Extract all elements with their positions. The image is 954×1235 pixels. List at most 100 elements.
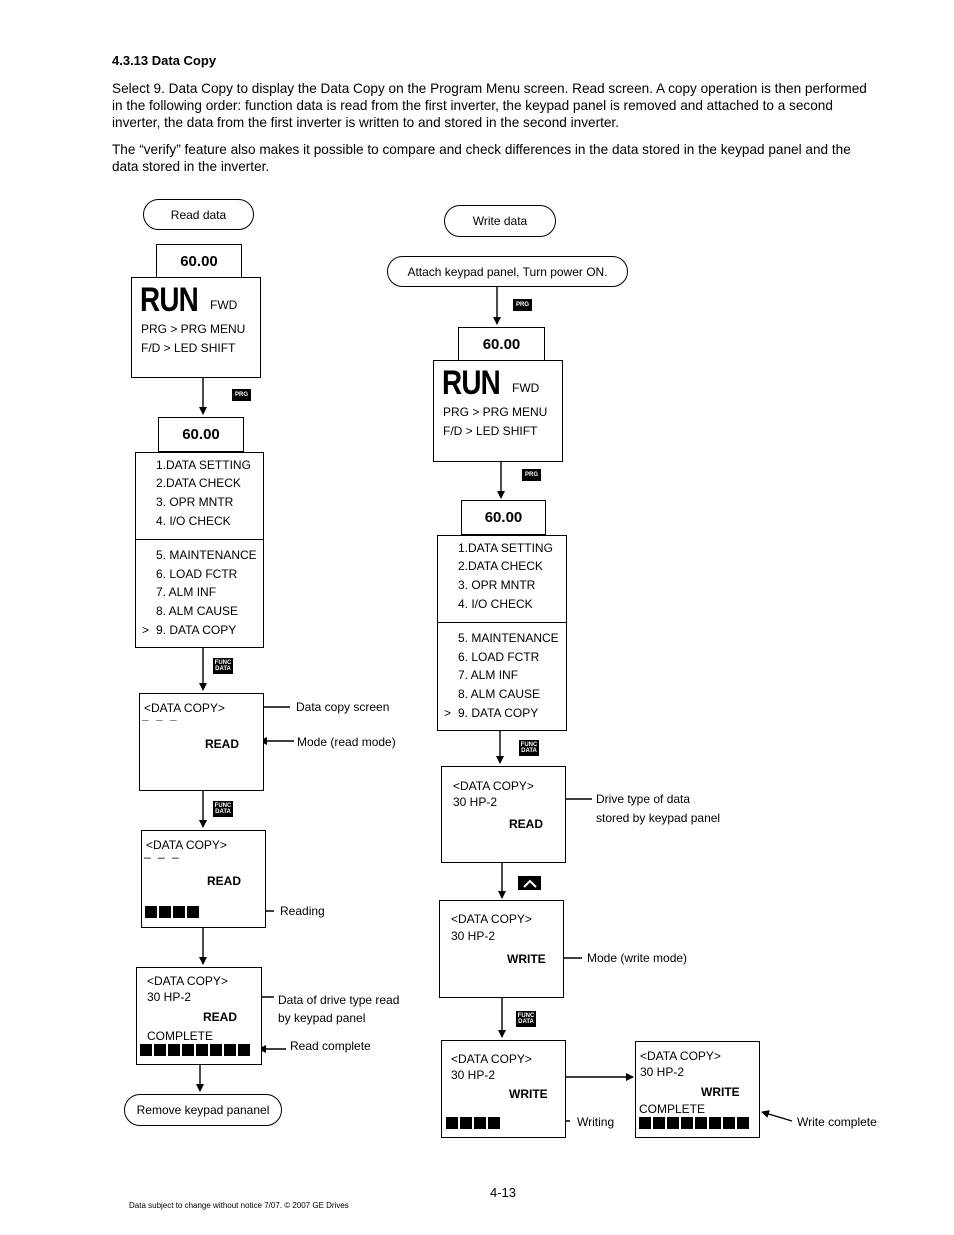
program-menu-page-1: 1.DATA SETTING 2.DATA CHECK 3. OPR MNTR …: [437, 535, 567, 623]
label-read-complete: Read complete: [290, 1039, 371, 1053]
data-label: DATA: [521, 748, 537, 754]
menu-item: 8. ALM CAUSE: [156, 604, 239, 618]
mode-read: READ: [205, 737, 240, 751]
menu-item: 7. ALM INF: [458, 668, 519, 682]
mode-read: READ: [207, 874, 242, 888]
program-menu-page-2: 5. MAINTENANCE 6. LOAD FCTR 7. ALM INF 8…: [437, 622, 567, 731]
menu-item: 5. MAINTENANCE: [156, 548, 257, 562]
label-drive-type-read-2: by keypad panel: [278, 1011, 366, 1025]
data-copy-title: <DATA COPY>: [451, 1052, 532, 1066]
write-complete-screen: <DATA COPY> 30 HP-2 WRITE COMPLETE: [635, 1041, 760, 1138]
attach-keypad-step: Attach keypad panel, Turn power ON.: [387, 256, 628, 287]
complete-status: COMPLETE: [147, 1029, 214, 1043]
run-status: RUN: [140, 281, 199, 319]
func-label: FUNC: [214, 803, 232, 809]
frequency-display: 60.00: [458, 327, 545, 361]
menu-item: 6. LOAD FCTR: [156, 567, 238, 581]
blank-drive-type: _ _ _: [142, 708, 179, 722]
menu-item: 1.DATA SETTING: [458, 541, 553, 555]
label-writing: Writing: [577, 1115, 615, 1129]
label-write-complete: Write complete: [797, 1115, 877, 1129]
menu-cursor: >: [142, 623, 150, 637]
prg-hint: PRG > PRG MENU: [443, 405, 548, 419]
menu-item: 7. ALM INF: [156, 585, 217, 599]
frequency-display: 60.00: [461, 500, 546, 535]
data-copy-title: <DATA COPY>: [640, 1049, 721, 1063]
menu-item: 4. I/O CHECK: [458, 597, 533, 611]
data-copy-title: <DATA COPY>: [147, 974, 228, 988]
func-label: FUNC: [214, 660, 232, 666]
menu-item: 2.DATA CHECK: [156, 476, 241, 490]
progress-bar-writing: [446, 1117, 500, 1129]
run-screen: RUN FWD PRG > PRG MENU F/D > LED SHIFT: [433, 360, 563, 462]
menu-cursor: >: [444, 706, 452, 720]
menu-item-data-copy: 9. DATA COPY: [458, 706, 539, 720]
label-data-copy-screen: Data copy screen: [296, 700, 390, 714]
data-copy-read-screen: <DATA COPY> 30 HP-2 READ: [441, 766, 566, 863]
intro-paragraph: Select 9. Data Copy to display the Data …: [112, 81, 867, 130]
prg-key-icon[interactable]: PRG: [522, 469, 541, 481]
menu-item: 1.DATA SETTING: [156, 458, 251, 472]
fwd-indicator: FWD: [210, 298, 238, 312]
drive-type: 30 HP-2: [453, 795, 498, 809]
writing-screen: <DATA COPY> 30 HP-2 WRITE: [441, 1040, 566, 1138]
frequency-display: 60.00: [156, 244, 242, 278]
page-number: 4-13: [490, 1185, 517, 1200]
label-read-mode: Mode (read mode): [297, 735, 396, 749]
frequency-display: 60.00: [158, 417, 244, 452]
fd-hint: F/D > LED SHIFT: [141, 341, 236, 355]
menu-item: 8. ALM CAUSE: [458, 687, 541, 701]
data-copy-title: <DATA COPY>: [451, 912, 532, 926]
prg-hint: PRG > PRG MENU: [141, 322, 246, 336]
chevron-up-icon: [522, 879, 537, 888]
mode-write: WRITE: [507, 952, 546, 966]
up-arrow-key-icon[interactable]: [518, 876, 541, 890]
drive-type: 30 HP-2: [451, 929, 496, 943]
mode-write: WRITE: [701, 1085, 740, 1099]
label-write-mode: Mode (write mode): [587, 951, 688, 965]
data-label: DATA: [215, 809, 231, 815]
menu-item: 2.DATA CHECK: [458, 559, 543, 573]
section-heading: 4.3.13 Data Copy: [112, 53, 217, 68]
prg-key-icon[interactable]: PRG: [232, 389, 251, 401]
drive-type: 30 HP-2: [640, 1065, 685, 1079]
data-copy-title: <DATA COPY>: [146, 838, 227, 852]
menu-item: 4. I/O CHECK: [156, 514, 231, 528]
func-label: FUNC: [517, 1013, 535, 1019]
run-status: RUN: [442, 364, 501, 402]
write-mode-screen: <DATA COPY> 30 HP-2 WRITE: [439, 900, 564, 998]
verify-paragraph: The “verify” feature also makes it possi…: [112, 142, 851, 174]
fd-hint: F/D > LED SHIFT: [443, 424, 538, 438]
fwd-indicator: FWD: [512, 381, 540, 395]
menu-item: 3. OPR MNTR: [458, 578, 536, 592]
data-copy-screen: <DATA COPY> _ _ _ READ: [139, 693, 264, 791]
label-drive-type-stored-2: stored by keypad panel: [596, 811, 721, 825]
data-label: DATA: [518, 1019, 534, 1025]
blank-drive-type: _ _ _: [144, 845, 181, 859]
label-drive-type-read: Data of drive type read: [278, 993, 400, 1007]
complete-status: COMPLETE: [639, 1102, 706, 1116]
mode-write: WRITE: [509, 1087, 548, 1101]
data-label: DATA: [215, 666, 231, 672]
menu-item: 3. OPR MNTR: [156, 495, 234, 509]
progress-bar-complete: [140, 1044, 250, 1056]
remove-keypad-end: Remove keypad pananel: [124, 1094, 282, 1126]
mode-read: READ: [509, 817, 544, 831]
label-reading: Reading: [280, 904, 325, 918]
run-screen: RUN FWD PRG > PRG MENU F/D > LED SHIFT: [131, 277, 261, 378]
menu-item-data-copy: 9. DATA COPY: [156, 623, 237, 637]
program-menu-page-1: 1.DATA SETTING 2.DATA CHECK 3. OPR MNTR …: [135, 452, 264, 540]
progress-bar-complete: [639, 1117, 749, 1129]
prg-key-icon[interactable]: PRG: [513, 299, 532, 311]
read-data-start: Read data: [143, 199, 254, 230]
menu-item: 5. MAINTENANCE: [458, 631, 559, 645]
func-label: FUNC: [520, 742, 538, 748]
drive-type: 30 HP-2: [451, 1068, 496, 1082]
reading-screen: <DATA COPY> _ _ _ READ: [141, 830, 266, 928]
mode-read: READ: [203, 1010, 238, 1024]
read-complete-screen: <DATA COPY> 30 HP-2 READ COMPLETE: [136, 967, 262, 1065]
